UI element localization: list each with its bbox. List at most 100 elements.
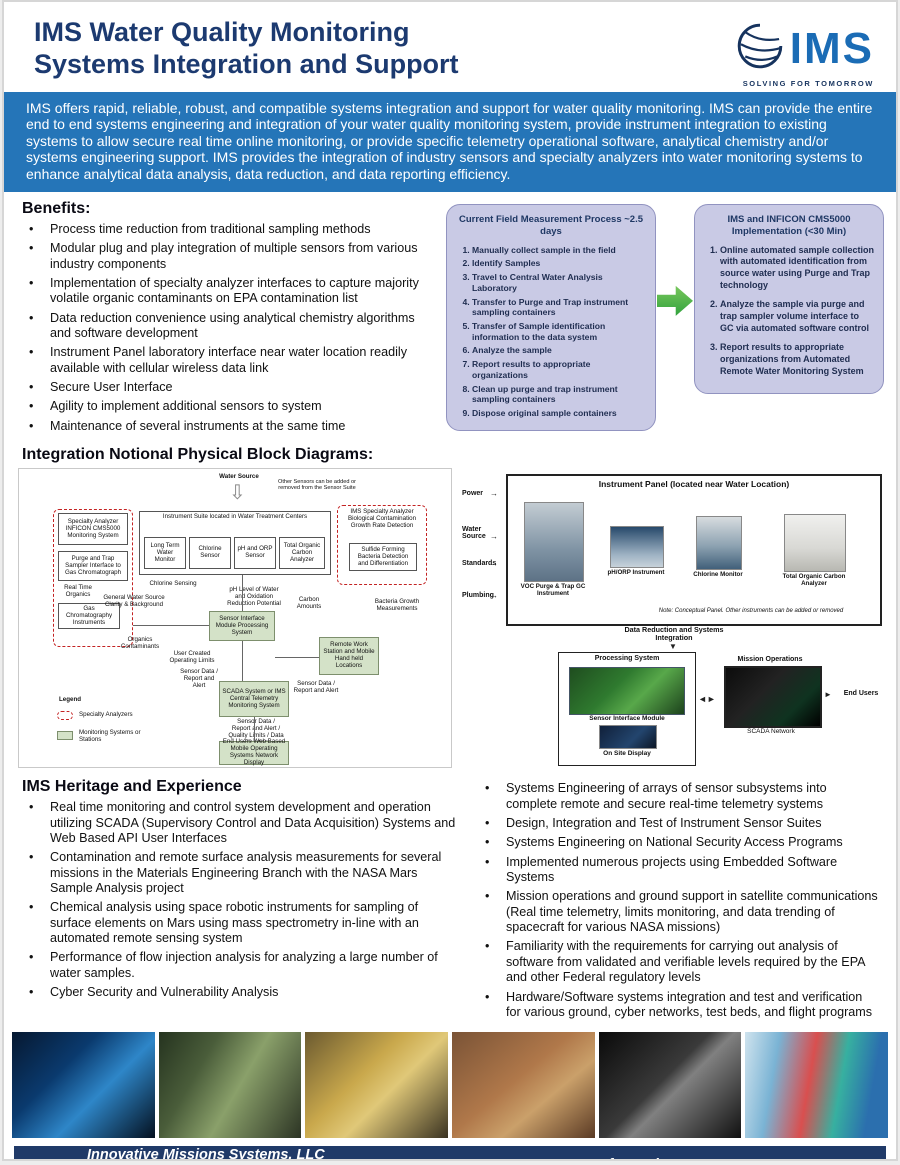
- diagrams-row: Water Source ⇩ Other Sensors can be adde…: [4, 466, 896, 769]
- water-source-down-arrow-icon: ⇩: [229, 482, 246, 505]
- scada-network-caption: SCADA Network: [747, 728, 795, 736]
- instrument-panel-box: Instrument Panel (located near Water Loc…: [506, 474, 882, 627]
- field-step: Travel to Central Water Analysis Laborat…: [472, 272, 647, 293]
- intro-banner: IMS offers rapid, reliable, robust, and …: [4, 92, 896, 192]
- down-arrow-icon: ▼: [669, 642, 677, 652]
- ims-specialty-title: IMS Specialty Analyzer Biological Contam…: [347, 508, 417, 530]
- carbon-amounts-label: Carbon Amounts: [296, 596, 322, 611]
- ph-orp-instrument-photo: [610, 526, 664, 569]
- toc-analyzer-photo: [784, 514, 846, 573]
- connector-line: [254, 717, 255, 742]
- contact-block: Contact Information Email: Info@imsc-us.…: [398, 1156, 817, 1159]
- field-step: Transfer of Sample identification inform…: [472, 321, 647, 342]
- benefits-heading: Benefits:: [22, 199, 91, 217]
- circuit-board-photo: [12, 1032, 155, 1139]
- instrument-suite-title: Instrument Suite located in Water Treatm…: [162, 513, 308, 521]
- benefit-item: Implementation of specialty analyzer int…: [26, 276, 438, 307]
- ims-logo-row: IMS: [734, 20, 874, 77]
- heritage-right-column: Systems Engineering of arrays of sensor …: [478, 776, 880, 1024]
- heritage-left-list: Real time monitoring and control system …: [22, 800, 462, 1001]
- connector-line: [275, 657, 319, 659]
- mars-rover-photo: [452, 1032, 595, 1139]
- company-name: Innovative Missions Systems, LLC: [86, 1146, 325, 1161]
- benefit-item: Secure User Interface: [26, 380, 438, 396]
- heritage-item: Cyber Security and Vulnerability Analysi…: [26, 985, 462, 1001]
- heritage-item: Systems Engineering on National Security…: [482, 835, 880, 851]
- bacteria-growth-label: Bacteria Growth Measurements: [374, 598, 420, 613]
- benefit-item: Modular plug and play integration of mul…: [26, 241, 438, 272]
- standards-arrow-icon: →: [490, 559, 498, 569]
- mission-operations-photo: [724, 666, 822, 729]
- footer: Innovative Missions Systems, LLC 201 Int…: [14, 1146, 886, 1161]
- benefits-list: Process time reduction from traditional …: [22, 222, 438, 435]
- legend-specialty-swatch: [57, 711, 73, 721]
- heritage-heading: IMS Heritage and Experience: [22, 778, 242, 796]
- heritage-item: Mission operations and ground support in…: [482, 889, 880, 935]
- heritage-item: Implemented numerous projects using Embe…: [482, 855, 880, 886]
- purge-trap-box: Purge and Trap Sampler Interface to Gas …: [58, 551, 128, 582]
- sensor-data-label-2: Sensor Data / Report and Alert: [293, 680, 339, 695]
- onsite-display-caption: On Site Display: [603, 750, 651, 758]
- ims-process-steps: Online automated sample collection with …: [703, 245, 875, 378]
- power-arrow-icon: →: [490, 489, 498, 499]
- plumbing-input-label: Plumbing: [462, 592, 494, 600]
- legend-monitoring-label: Monitoring Systems or Stations: [79, 729, 141, 744]
- company-address-block: Innovative Missions Systems, LLC 201 Int…: [14, 1146, 398, 1161]
- field-process-title: Current Field Measurement Process ~2.5 d…: [459, 213, 644, 238]
- process-comparison-arrow-icon: [657, 285, 693, 316]
- heritage-item: Real time monitoring and control system …: [26, 800, 462, 846]
- heritage-section: IMS Heritage and Experience Real time mo…: [4, 768, 896, 1024]
- connector-line: [242, 575, 243, 612]
- scada-telemetry-box: SCADA System or IMS Central Telemetry Mo…: [219, 681, 289, 718]
- data-reduction-label: Data Reduction and Systems Integration: [624, 625, 724, 643]
- ph-orp-sensor-box: pH and ORP Sensor: [234, 537, 276, 570]
- test-tubes-photo: [745, 1032, 889, 1139]
- heritage-item: Familiarity with the requirements for ca…: [482, 939, 880, 985]
- water-source-arrow-icon: →: [490, 532, 498, 542]
- ims-logo-tagline: SOLVING FOR TOMORROW: [742, 79, 874, 88]
- heritage-item: Design, Integration and Test of Instrume…: [482, 816, 880, 832]
- onsite-display-photo: [599, 725, 657, 750]
- instrument-panel-diagram: Instrument Panel (located near Water Loc…: [462, 468, 886, 767]
- general-water-label: General Water Source Clarity & Backgroun…: [103, 594, 165, 609]
- diagrams-heading: Integration Notional Physical Block Diag…: [22, 446, 374, 464]
- ims-process-box: IMS and INFICON CMS5000 Implementation (…: [694, 203, 884, 395]
- toc-analyzer-caption: Total Organic Carbon Analyzer: [782, 573, 846, 588]
- sulfide-bacteria-box: Sulfide Forming Bacteria Detection and D…: [349, 543, 417, 572]
- water-source-input-label: Water Source: [462, 526, 486, 541]
- page-title-line1: IMS Water Quality Monitoring: [34, 17, 410, 47]
- benefit-item: Data reduction convenience using analyti…: [26, 311, 438, 342]
- satellite-photo: [598, 1032, 742, 1139]
- ims-step: Analyze the sample via purge and trap sa…: [720, 299, 875, 334]
- diagram-water-source-label: Water Source: [219, 473, 259, 481]
- block-diagram: Water Source ⇩ Other Sensors can be adde…: [18, 468, 452, 769]
- benefits-section: Benefits: Process time reduction from tr…: [4, 192, 896, 438]
- ims-specialty-dashed-group: [337, 505, 427, 586]
- end-users-box: End Users Web Based Mobile Operating Sys…: [219, 738, 289, 766]
- header: IMS Water Quality Monitoring Systems Int…: [4, 2, 896, 92]
- standards-input-label: Standards: [462, 560, 497, 568]
- contact-heading: Contact Information: [398, 1156, 817, 1159]
- end-users-arrow-icon: ►: [824, 690, 832, 700]
- ph-level-label: pH Level of Water and Oxidation Reductio…: [227, 586, 281, 608]
- chlorine-sensing-label: Chlorine Sensing: [149, 580, 197, 588]
- circuit-board-photo: [569, 667, 685, 716]
- ims-step: Report results to appropriate organizati…: [720, 342, 875, 377]
- heritage-right-list: Systems Engineering of arrays of sensor …: [478, 781, 880, 1020]
- processing-system-box: Processing System Sensor Interface Modul…: [558, 652, 696, 767]
- ims-globe-swirl-icon: [734, 20, 786, 77]
- heritage-left-column: IMS Heritage and Experience Real time mo…: [22, 776, 462, 1024]
- ims-logo: IMS SOLVING FOR TOMORROW: [734, 16, 874, 88]
- chlorine-sensor-box: Chlorine Sensor: [189, 537, 231, 570]
- plumbing-arrow-icon: →: [490, 591, 498, 601]
- end-users-label: End Users: [843, 690, 879, 698]
- process-comparison: Current Field Measurement Process ~2.5 d…: [438, 198, 884, 438]
- voc-instrument-photo: [524, 502, 584, 583]
- heritage-item: Performance of flow injection analysis f…: [26, 950, 462, 981]
- ims-logo-text: IMS: [789, 23, 874, 73]
- field-step: Analyze the sample: [472, 345, 647, 356]
- sensor-interface-module-caption: Sensor Interface Module: [589, 715, 665, 723]
- mission-operations-label: Mission Operations: [737, 656, 803, 664]
- field-process-steps: Manually collect sample in the field Ide…: [455, 245, 647, 419]
